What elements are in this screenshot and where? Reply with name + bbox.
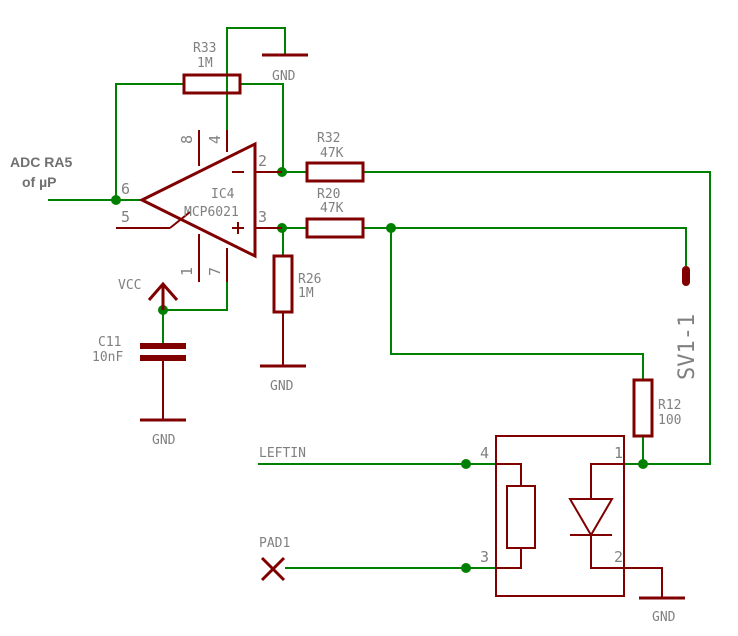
r32-ref: R32 — [317, 131, 340, 146]
resistor-r32: R32 47K — [305, 131, 365, 183]
sv1-label: SV1-1 — [675, 314, 700, 380]
resistor-r33: R33 1M — [182, 41, 242, 95]
ic4-ref: IC4 — [211, 187, 235, 202]
c11-plate-bottom — [140, 355, 186, 361]
r32-value: 47K — [320, 146, 344, 161]
resistor-r26: R26 1M GND — [260, 254, 321, 394]
pad1-label: PAD1 — [259, 536, 290, 551]
r26-body — [272, 254, 294, 314]
gnd-opto-label: GND — [652, 610, 676, 625]
pin-7-label: 7 — [206, 267, 224, 276]
wire-r20-to-r12 — [390, 228, 644, 380]
pad1: PAD1 — [259, 536, 290, 582]
sv1-pin — [682, 266, 690, 286]
r26-ref: R26 — [298, 272, 321, 287]
gnd-r26-label: GND — [270, 379, 294, 394]
pin-1-label: 1 — [178, 267, 196, 276]
wire-r33-feedback-right — [240, 83, 284, 172]
pad1-cross-b — [260, 556, 286, 582]
junction-r12-bottom — [638, 459, 648, 469]
junction-r20 — [386, 223, 396, 233]
leftin-label: LEFTIN — [259, 446, 306, 461]
gnd-top: GND — [262, 53, 308, 84]
pin-5-label: 5 — [121, 208, 130, 226]
wire-r33-feedback-left — [115, 83, 184, 200]
r20-body — [305, 217, 365, 239]
adc-label-line1: ADC RA5 — [10, 154, 72, 170]
opamp-ic4: IC4 MCP6021 6 5 2 3 8 4 1 7 — [116, 130, 282, 282]
opto-pin-1-label: 1 — [614, 444, 623, 462]
vcc-supply: VCC — [118, 278, 179, 310]
r12-value: 100 — [658, 413, 681, 428]
r33-ref: R33 — [193, 41, 216, 56]
r33-body — [182, 73, 242, 95]
opto-pin-3-label: 3 — [480, 548, 489, 566]
gnd-top-label: GND — [272, 69, 296, 84]
pin-8-label: 8 — [178, 135, 196, 144]
gnd-opto: GND — [624, 567, 685, 625]
r12-body — [632, 378, 654, 438]
opto-pin-2-label: 2 — [614, 548, 623, 566]
junction-leftin — [461, 459, 471, 469]
junction-pad1 — [461, 563, 471, 573]
wires — [48, 27, 711, 569]
pin-2-label: 2 — [258, 152, 267, 170]
wire-vcc-pin7 — [163, 282, 228, 311]
c11-plate-top — [140, 343, 186, 349]
c11-value: 10nF — [92, 350, 123, 365]
adc-label-line2: of µP — [22, 174, 57, 190]
r20-ref: R20 — [317, 187, 340, 202]
opto-left-top-lead — [496, 463, 522, 486]
opto-right-bottom-lead — [590, 535, 624, 569]
r12-ref: R12 — [658, 398, 681, 413]
connector-sv1: SV1-1 — [675, 266, 700, 380]
r26-value: 1M — [298, 286, 314, 301]
r32-body — [305, 161, 365, 183]
opto-left-bottom-lead — [496, 548, 522, 569]
opamp-triangle — [138, 141, 257, 259]
resistor-r20: R20 47K — [305, 187, 365, 239]
r20-value: 47K — [320, 201, 344, 216]
opto-right-top-lead — [590, 463, 624, 499]
optocoupler: 4 3 1 2 — [480, 435, 625, 597]
vcc-label: VCC — [118, 278, 141, 293]
capacitor-c11: C11 10nF GND — [92, 335, 186, 448]
pin-3-label: 3 — [258, 208, 267, 226]
opto-diode-triangle — [568, 498, 614, 537]
wire-opto-pin1-r12 — [624, 436, 644, 465]
gnd-opto-lead — [624, 567, 663, 598]
opto-pin-4-label: 4 — [480, 444, 489, 462]
wire-pin4-gnd — [226, 27, 286, 130]
wire-r20-to-sv1 — [363, 227, 687, 266]
opamp-pin5-diag — [169, 211, 191, 229]
junction-adc — [111, 195, 121, 205]
wire-r32-to-r12 — [363, 171, 711, 465]
c11-ref: C11 — [98, 335, 121, 350]
ic4-value: MCP6021 — [184, 205, 239, 220]
opto-resistor — [506, 485, 536, 549]
gnd-c11-label: GND — [152, 433, 176, 448]
opto-body — [495, 435, 625, 597]
pin-6-label: 6 — [121, 180, 130, 198]
pin-4-label: 4 — [206, 135, 224, 144]
r33-value: 1M — [197, 56, 213, 71]
resistor-r12: R12 100 — [632, 378, 681, 438]
